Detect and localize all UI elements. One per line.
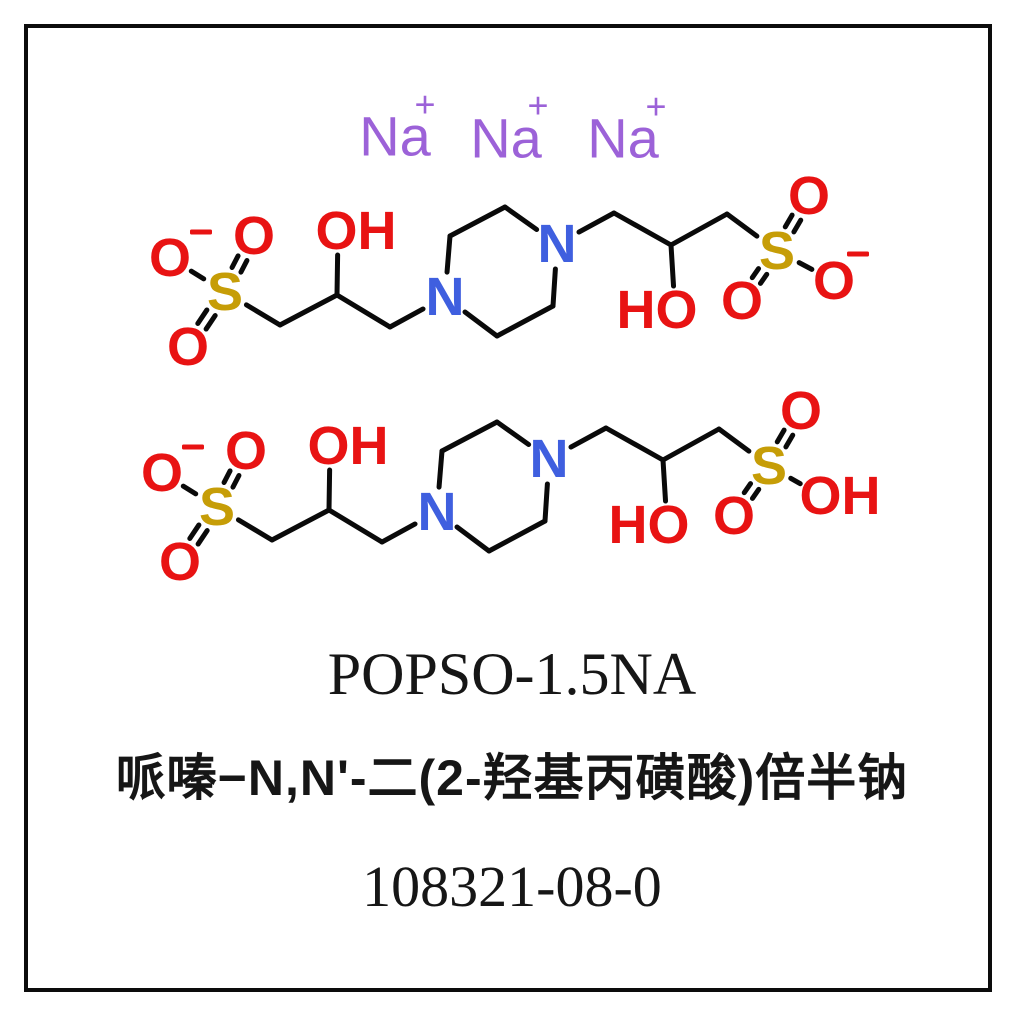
single-bond bbox=[486, 518, 548, 554]
single-bond bbox=[334, 292, 393, 330]
atom-label-o: O bbox=[713, 486, 755, 546]
atom-label-oh: OH bbox=[800, 466, 881, 526]
atom-label-o: O bbox=[788, 166, 830, 226]
single-bond bbox=[668, 242, 677, 289]
single-bond bbox=[454, 524, 492, 554]
atom-label-o: O bbox=[225, 421, 267, 481]
double-bond bbox=[195, 528, 210, 547]
atom-label-o: O bbox=[149, 228, 191, 288]
single-bond bbox=[334, 252, 341, 298]
atom-label-oh: OH bbox=[308, 416, 389, 476]
atom-label-o: O bbox=[159, 532, 201, 592]
single-bond bbox=[277, 292, 340, 328]
atom-label-s: S bbox=[199, 477, 235, 537]
sodium-label: Na bbox=[359, 105, 431, 168]
atom-label-s: S bbox=[207, 262, 243, 322]
single-bond bbox=[387, 306, 426, 330]
single-bond bbox=[269, 507, 332, 543]
double-bond bbox=[221, 468, 233, 486]
single-bond bbox=[180, 483, 199, 497]
atom-label-oh: OH bbox=[316, 201, 397, 261]
single-bond bbox=[243, 302, 283, 328]
sodium-cation: Na+ bbox=[359, 84, 435, 168]
atom-label-o: O bbox=[813, 251, 855, 311]
single-bond bbox=[550, 266, 558, 309]
minus-charge bbox=[847, 251, 869, 257]
double-bond bbox=[749, 486, 762, 501]
atom-label-o: O bbox=[721, 271, 763, 331]
single-bond bbox=[660, 457, 669, 504]
single-bond bbox=[379, 521, 418, 545]
double-bond bbox=[774, 427, 787, 445]
double-bond bbox=[782, 212, 795, 230]
single-bond bbox=[326, 467, 333, 513]
sodium-cation: Na+ bbox=[587, 86, 666, 170]
single-bond bbox=[603, 425, 666, 463]
atom-label-n: N bbox=[538, 214, 577, 274]
plus-charge: + bbox=[645, 86, 666, 127]
double-bond bbox=[187, 522, 202, 541]
double-bond bbox=[203, 313, 218, 332]
single-bond bbox=[188, 268, 207, 282]
single-bond bbox=[436, 448, 445, 490]
sodium-label: Na bbox=[470, 107, 542, 170]
atom-label-o: O bbox=[167, 317, 209, 377]
atom-label-n: N bbox=[418, 482, 457, 542]
atom-label-n: N bbox=[530, 429, 569, 489]
single-bond bbox=[447, 204, 508, 239]
atom-label-o: O bbox=[233, 206, 275, 266]
double-bond bbox=[238, 257, 250, 275]
minus-charge bbox=[190, 229, 212, 235]
atom-label-ho: HO bbox=[617, 280, 698, 340]
single-bond bbox=[494, 303, 556, 339]
atom-label-ho: HO bbox=[609, 495, 690, 555]
double-bond bbox=[791, 217, 804, 235]
plus-charge: + bbox=[414, 84, 435, 125]
single-bond bbox=[444, 233, 453, 275]
single-bond bbox=[502, 204, 540, 233]
double-bond bbox=[741, 481, 754, 496]
double-bond bbox=[230, 472, 242, 490]
sodium-label: Na bbox=[587, 107, 659, 170]
atom-label-s: S bbox=[759, 221, 795, 281]
single-bond bbox=[788, 475, 803, 487]
atom-label-o: O bbox=[141, 443, 183, 503]
double-bond bbox=[757, 271, 770, 286]
atom-label-o: O bbox=[780, 381, 822, 441]
single-bond bbox=[724, 211, 760, 239]
single-bond bbox=[568, 425, 609, 450]
single-bond bbox=[494, 419, 532, 448]
double-bond bbox=[229, 253, 241, 271]
single-bond bbox=[611, 210, 674, 248]
single-bond bbox=[668, 211, 730, 248]
double-bond bbox=[783, 432, 796, 450]
double-bond bbox=[749, 266, 762, 281]
single-bond bbox=[542, 481, 550, 524]
single-bond bbox=[235, 517, 275, 543]
minus-charge bbox=[182, 444, 204, 450]
single-bond bbox=[796, 260, 815, 272]
single-bond bbox=[576, 210, 617, 235]
atom-label-n: N bbox=[426, 267, 465, 327]
single-bond bbox=[716, 426, 752, 454]
single-bond bbox=[462, 309, 500, 339]
plus-charge: + bbox=[527, 85, 548, 126]
cas-number: 108321-08-0 bbox=[362, 854, 662, 919]
double-bond bbox=[195, 307, 210, 326]
compound-title: POPSO-1.5NA bbox=[327, 641, 697, 707]
single-bond bbox=[326, 507, 385, 545]
single-bond bbox=[660, 426, 722, 463]
compound-chinese-name: 哌嗪−N,N'-二(2-羟基丙磺酸)倍半钠 bbox=[115, 750, 909, 806]
sodium-cation: Na+ bbox=[470, 85, 548, 170]
atom-label-s: S bbox=[751, 436, 787, 496]
single-bond bbox=[439, 419, 500, 454]
border-frame bbox=[24, 24, 992, 992]
